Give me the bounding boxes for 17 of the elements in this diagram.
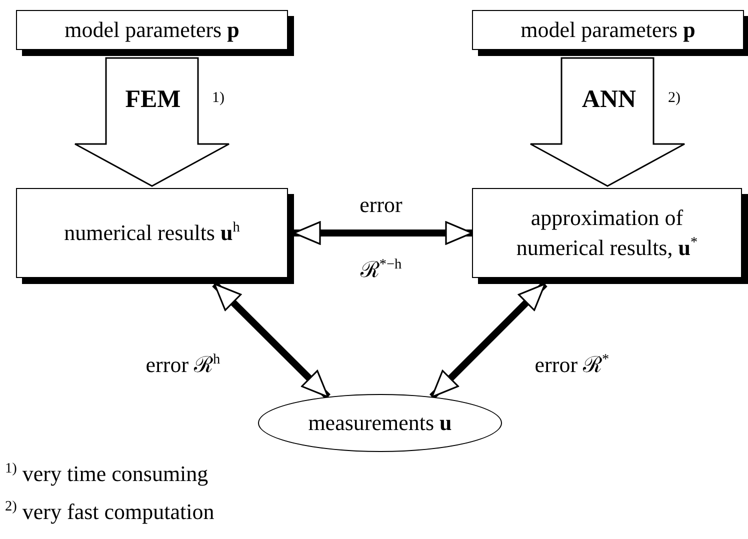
edge-label: ANN bbox=[580, 86, 638, 114]
footnote: $^{2)}$ very fast computation bbox=[5, 500, 214, 524]
error-symbol: ℛ$^{*−h}$ bbox=[360, 258, 402, 282]
note-mark: 1) bbox=[212, 90, 224, 106]
double-arrow bbox=[212, 282, 330, 400]
double-arrow bbox=[293, 221, 473, 245]
block-arrow bbox=[530, 57, 686, 187]
node-text: model parameters p bbox=[64, 16, 240, 44]
note-mark: 2) bbox=[668, 90, 680, 106]
double-arrow bbox=[430, 282, 548, 400]
node-text: model parameters p bbox=[520, 16, 696, 44]
edge-label: FEM bbox=[124, 86, 182, 114]
node-text: approximation of numerical results, u$^{*}$ bbox=[515, 204, 699, 262]
node-text: numerical results u$^{h}$ bbox=[64, 218, 240, 248]
block-arrow bbox=[74, 57, 230, 187]
node-text: measurements u bbox=[308, 409, 452, 438]
footnote: $^{1)}$ very time consuming bbox=[5, 462, 208, 486]
